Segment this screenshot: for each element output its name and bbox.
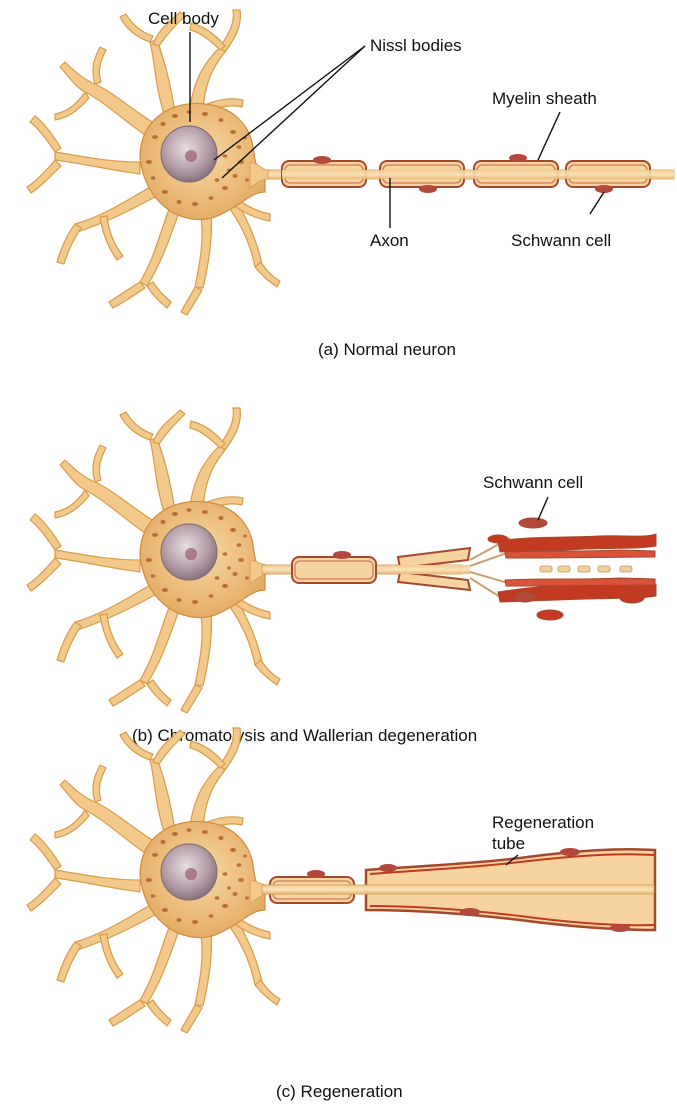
label-axon: Axon [370,231,409,250]
label-nissl-bodies: Nissl bodies [370,36,462,55]
label-regeneration-tube-line2: tube [492,834,525,853]
label-myelin-sheath: Myelin sheath [492,89,597,108]
degenerating-segment [398,548,470,590]
leader-myelin [538,112,560,160]
myelin-debris [540,566,632,572]
neuron-body-b [27,408,280,713]
myelin-segment [292,557,376,583]
neuron-body-c [27,728,280,1033]
leader-schwann-b [538,497,548,520]
label-schwann-cell-b: Schwann cell [483,473,583,492]
leader-schwann-a [590,192,604,214]
panel-c: Regeneration tube (c) Regeneration [27,728,655,1101]
regenerating-axon [262,885,654,894]
leader-nissl-2 [222,46,365,178]
caption-a: (a) Normal neuron [318,340,456,359]
label-schwann-cell-a: Schwann cell [511,231,611,250]
panel-b: Schwann cell (b) Chromatolysis and Walle… [27,408,656,745]
panel-a: Cell body Nissl bodies Myelin sheath Axo… [27,9,674,359]
label-regeneration-tube-line1: Regeneration [492,813,594,832]
caption-c: (c) Regeneration [276,1082,403,1101]
label-cell-body: Cell body [148,9,219,28]
neuron-body-a [27,10,280,315]
